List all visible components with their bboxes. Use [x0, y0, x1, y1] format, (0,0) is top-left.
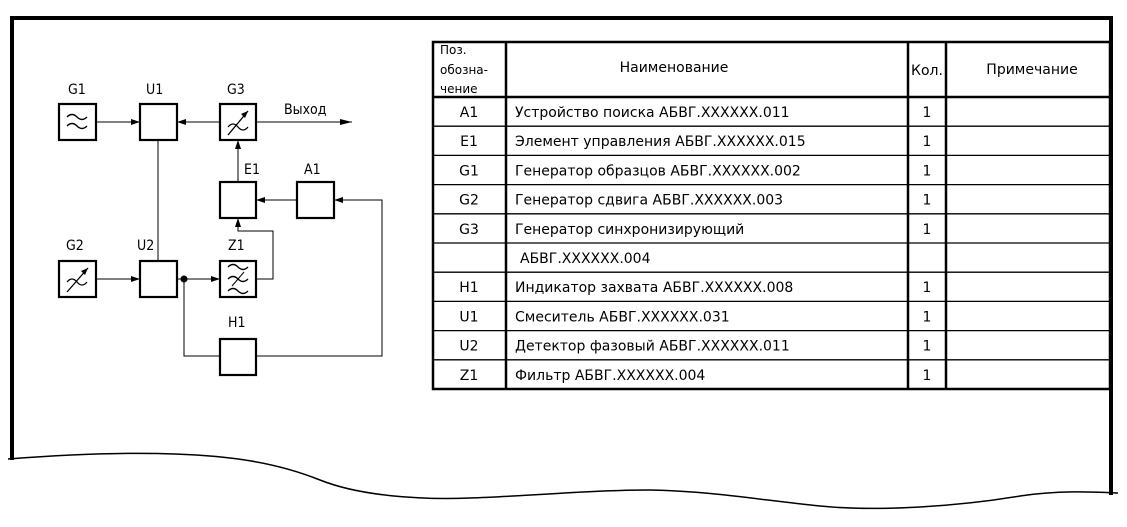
arrow-into-e1-right: [256, 197, 265, 203]
cell-qty: 1: [923, 193, 932, 209]
cell-name: Генератор сдвига АБВГ.XXXXXX.003: [515, 193, 783, 209]
arrow-into-g3: [235, 140, 241, 149]
header-pos-line1: Поз.: [440, 43, 467, 57]
table-row-lines: [433, 125, 1110, 361]
label-u1: U1: [146, 82, 163, 98]
label-g3: G3: [227, 82, 245, 98]
cell-name: Элемент управления АБВГ.XXXXXX.015: [515, 134, 806, 150]
tunable-generator-icon: [66, 267, 89, 293]
table-row: АБВГ.XXXXXX.004: [520, 251, 651, 267]
cell-name: Фильтр АБВГ.XXXXXX.004: [515, 368, 705, 384]
cell-qty: 1: [923, 105, 932, 121]
cell-pos: Z1: [460, 368, 479, 384]
header-note: Примечание: [986, 62, 1077, 78]
arrow-into-u2: [131, 276, 140, 282]
block-h1: [218, 337, 258, 377]
table-border: [431, 40, 1112, 391]
cell-qty: 1: [923, 368, 932, 384]
cell-qty: 1: [923, 163, 932, 179]
block-g1: [57, 102, 98, 142]
label-g2: G2: [66, 238, 84, 254]
block-e1: [218, 180, 258, 220]
table-row: U2 Детектор фазовый АБВГ.XXXXXX.011 1: [459, 339, 931, 355]
arrow-output: [340, 119, 352, 125]
cell-pos: H1: [459, 280, 478, 296]
table-row: G3 Генератор синхронизирующий 1: [459, 222, 931, 238]
header-pos-line3: чение: [440, 82, 478, 96]
junction-node: [180, 275, 188, 283]
label-z1: Z1: [228, 238, 245, 254]
arrow-into-z1: [211, 276, 220, 282]
label-g1: G1: [68, 82, 86, 98]
cell-name: Генератор образцов АБВГ.XXXXXX.002: [515, 163, 801, 179]
label-a1: A1: [304, 162, 321, 178]
cell-qty: 1: [923, 280, 932, 296]
arrowheads: [131, 119, 352, 283]
label-h1: H1: [228, 315, 246, 331]
filter-tilde-icon: [227, 263, 249, 295]
break-line: [7, 452, 1119, 510]
cell-pos: G1: [459, 163, 479, 179]
cell-qty: 1: [923, 222, 932, 238]
label-e1: E1: [244, 162, 260, 178]
tilde-double-icon: [66, 113, 88, 130]
element-list-table: Поз. обозна- чение Наименование Кол. При…: [431, 40, 1112, 391]
cell-pos: E1: [460, 134, 478, 150]
cell-qty: 1: [923, 339, 932, 355]
tunable-generator-icon: [227, 110, 249, 136]
header-name: Наименование: [620, 60, 729, 76]
block-g2: [57, 259, 98, 299]
block-u1: [138, 102, 179, 142]
cell-pos: G3: [459, 222, 479, 238]
table-row: U1 Смеситель АБВГ.XXXXXX.031 1: [459, 309, 931, 325]
label-u2: U2: [137, 238, 154, 254]
cell-pos: U2: [459, 339, 478, 355]
header-pos-line2: обозна-: [440, 63, 488, 77]
table-row: A1 Устройство поиска АБВГ.XXXXXX.011 1: [460, 105, 932, 121]
table-row: G1 Генератор образцов АБВГ.XXXXXX.002 1: [459, 163, 931, 179]
table-row: H1 Индикатор захвата АБВГ.XXXXXX.008 1: [459, 280, 931, 296]
cell-pos: A1: [460, 105, 478, 121]
cell-name: Устройство поиска АБВГ.XXXXXX.011: [515, 105, 790, 121]
arrow-into-u1-right: [177, 119, 186, 125]
table-row: E1 Элемент управления АБВГ.XXXXXX.015 1: [460, 134, 931, 150]
cell-name: АБВГ.XXXXXX.004: [520, 251, 651, 267]
arrow-into-e1-bottom: [235, 218, 241, 227]
cell-pos: G2: [459, 193, 479, 209]
cell-pos: U1: [459, 309, 478, 325]
output-label: Выход: [284, 102, 327, 118]
block-u2: [138, 259, 179, 299]
table-row: G2 Генератор сдвига АБВГ.XXXXXX.003 1: [459, 193, 931, 209]
header-qty: Кол.: [911, 63, 943, 79]
cell-name: Детектор фазовый АБВГ.XXXXXX.011: [515, 339, 790, 355]
block-diagram: [57, 102, 383, 377]
table-row: Z1 Фильтр АБВГ.XXXXXX.004 1: [460, 368, 932, 384]
cell-qty: 1: [923, 309, 932, 325]
cell-name: Смеситель АБВГ.XXXXXX.031: [515, 309, 730, 325]
arrow-into-a1: [334, 197, 343, 203]
arrow-into-u1-left: [131, 119, 140, 125]
block-a1: [295, 180, 336, 220]
cell-name: Генератор синхронизирующий: [515, 222, 744, 238]
cell-qty: 1: [923, 134, 932, 150]
cell-name: Индикатор захвата АБВГ.XXXXXX.008: [515, 280, 793, 296]
